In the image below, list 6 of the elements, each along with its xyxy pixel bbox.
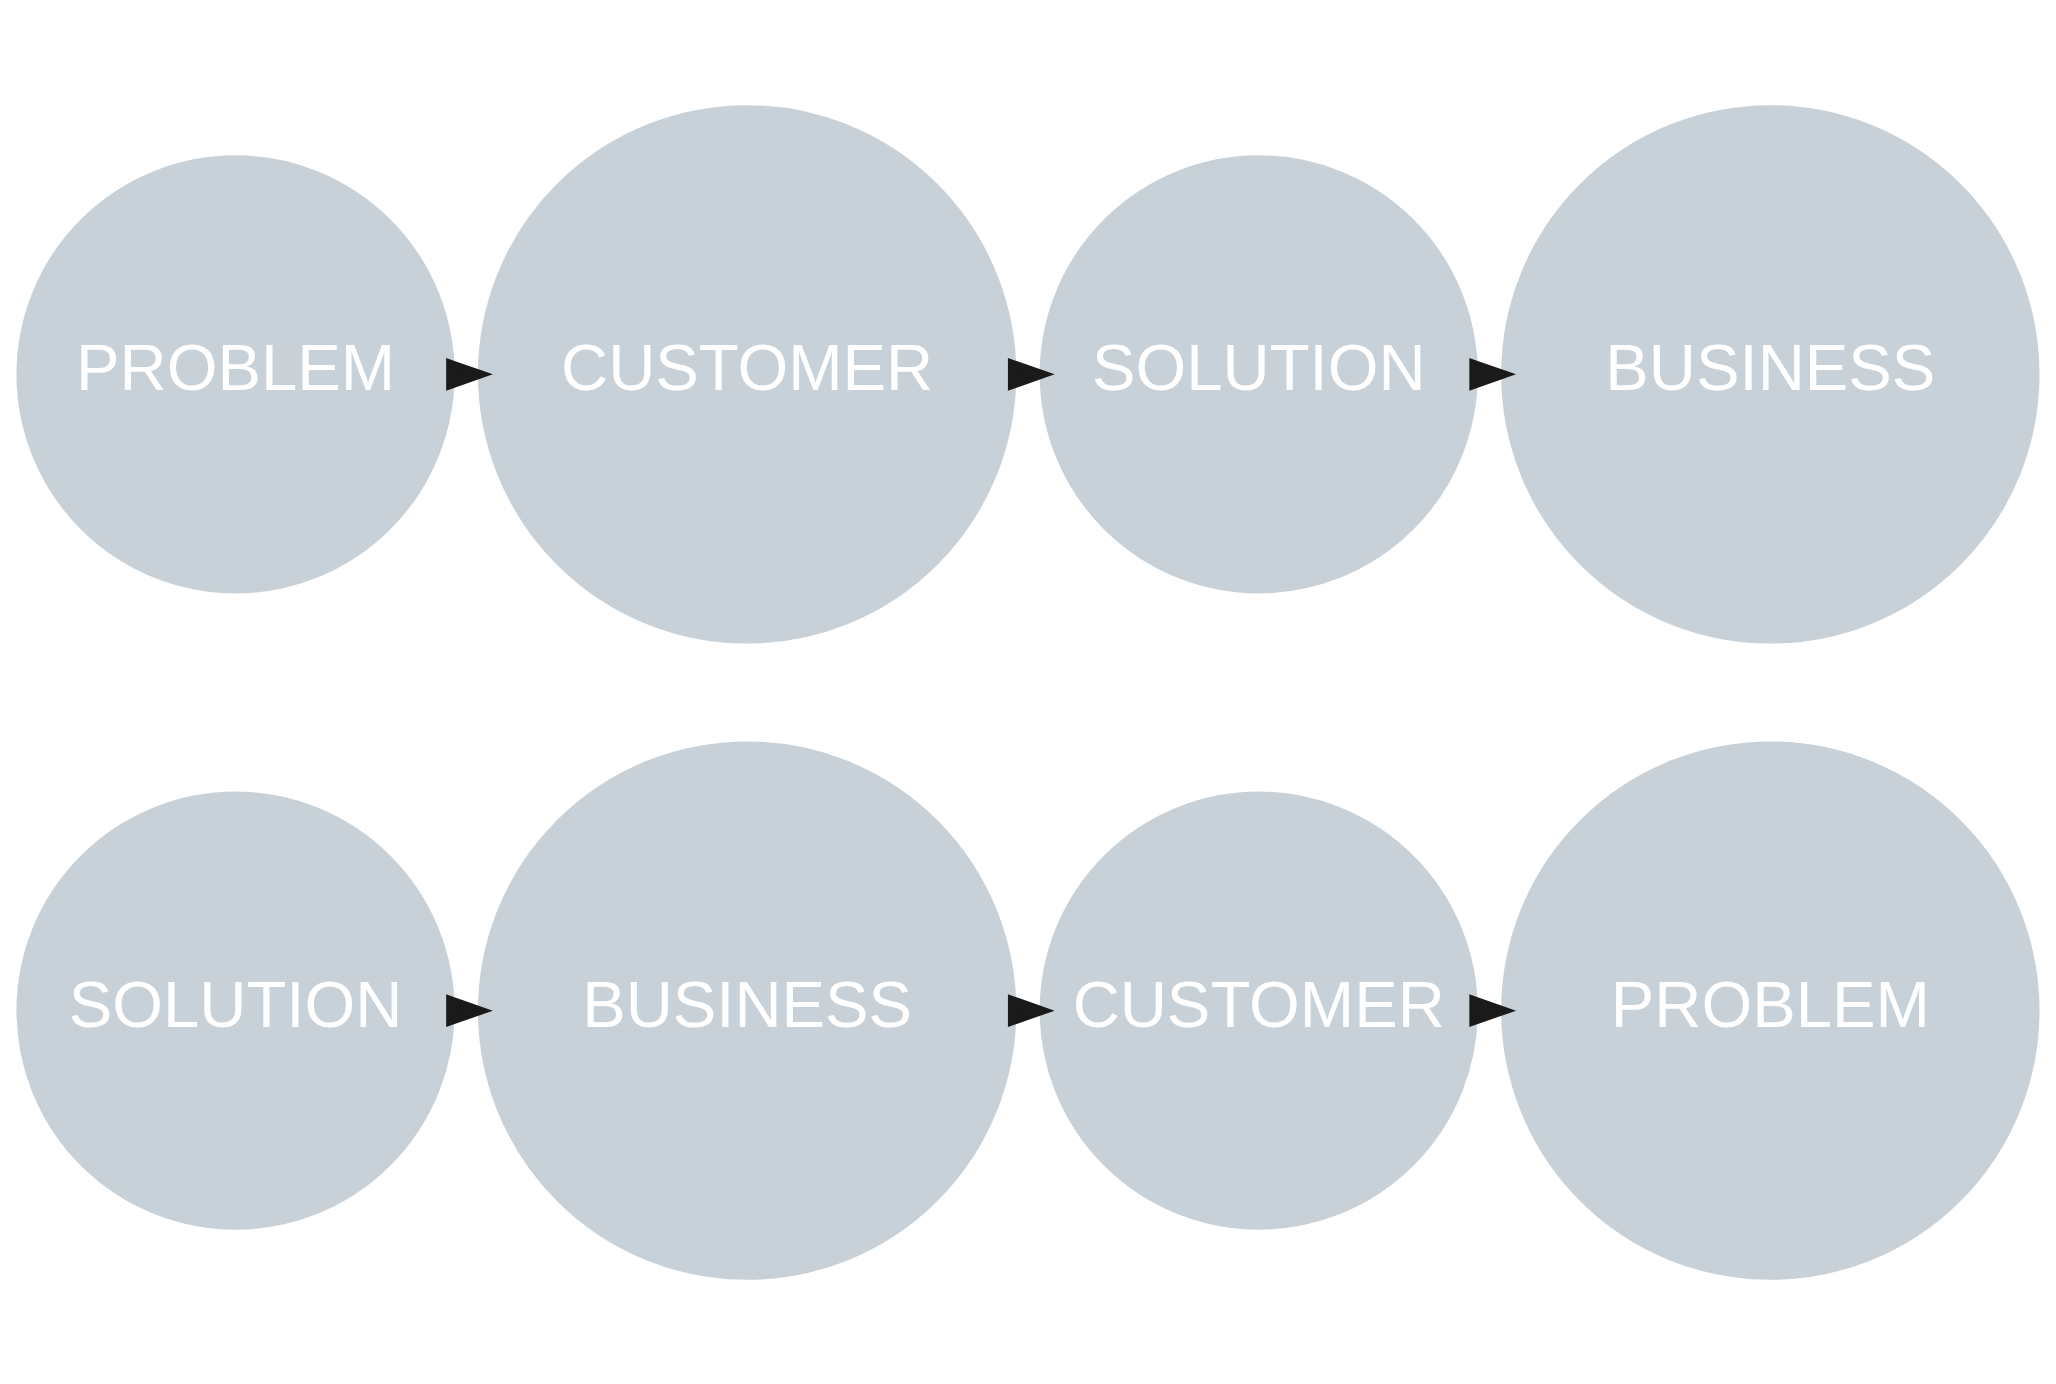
arrow	[1007, 357, 1055, 391]
arrow	[1469, 357, 1517, 391]
arrow	[1007, 993, 1055, 1027]
arrow	[1469, 993, 1517, 1027]
arrow	[446, 357, 493, 391]
arrow	[446, 993, 493, 1027]
